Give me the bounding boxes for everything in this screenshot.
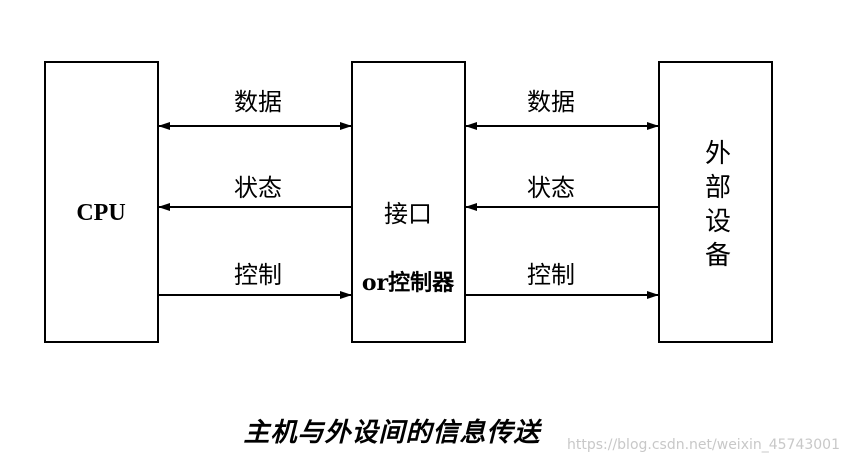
external-device-block [658,61,773,343]
external-device-char-2: 部 [705,173,731,203]
left-control-label: 控制 [234,261,282,289]
left-status-label: 状态 [234,174,282,202]
watermark-url: https://blog.csdn.net/weixin_45743001 [567,437,840,453]
right-data-label: 数据 [527,88,575,116]
external-device-char-1: 外 [705,139,731,169]
controller-label: or控制器 [362,270,455,296]
right-control-label: 控制 [527,261,575,289]
external-device-char-3: 设 [705,207,731,237]
interface-label: 接口 [384,200,432,228]
cpu-label: CPU [76,200,125,226]
right-status-label: 状态 [527,174,575,202]
interface-block [351,61,466,343]
left-data-label: 数据 [234,88,282,116]
cpu-block [44,61,159,343]
external-device-char-4: 备 [705,241,731,271]
diagram-caption: 主机与外设间的信息传送 [243,418,542,448]
